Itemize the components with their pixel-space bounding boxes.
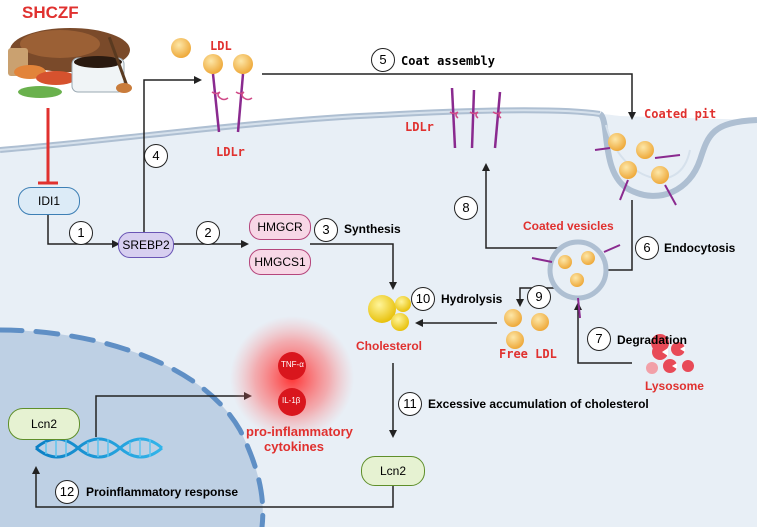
coated-pit-label: Coated pit — [644, 107, 717, 121]
cytokines-line1: pro-inflammatory — [246, 424, 353, 439]
free-ldl-label: Free LDL — [499, 347, 557, 361]
shczf-herbs-image — [8, 28, 132, 98]
step-7-badge: 7 — [587, 327, 611, 351]
step-12-badge: 12 — [55, 480, 79, 504]
step-9-badge: 9 — [527, 285, 551, 309]
step-6-badge: 6 — [635, 236, 659, 260]
step-10-badge: 10 — [411, 287, 435, 311]
nucleus — [0, 330, 263, 527]
srebp2-label: SREBP2 — [122, 238, 170, 252]
lcn2-nucleus-node: Lcn2 — [8, 408, 80, 440]
lcn2-nucleus-label: Lcn2 — [30, 417, 58, 431]
srebp2-node: SREBP2 — [118, 232, 174, 258]
step-4-badge: 4 — [144, 144, 168, 168]
step-3-text: Synthesis — [344, 222, 401, 236]
idi1-node: IDI1 — [18, 187, 80, 215]
step-11-text: Excessive accumulation of cholesterol — [428, 397, 649, 411]
step-7-text: Degradation — [617, 333, 688, 347]
il1b-label: IL-1β — [282, 396, 301, 405]
nuclear-envelope — [0, 327, 266, 527]
ldlr-right-label: LDLr — [405, 120, 434, 134]
cholesterol-droplets — [368, 295, 411, 331]
coated-vesicles-label: Coated vesicles — [523, 219, 614, 233]
step-8-badge: 8 — [454, 196, 478, 220]
ldlr-right-receptors — [450, 87, 502, 149]
ldl-particles — [171, 38, 253, 74]
lcn2-cytoplasm-label: Lcn2 — [379, 464, 407, 478]
step-5-badge: 5 — [371, 48, 395, 72]
step-6-text: Endocytosis — [664, 241, 736, 255]
ldlr-left-receptors — [211, 73, 245, 133]
hmgcs1-node: HMGCS1 — [249, 249, 311, 275]
coated-vesicle — [547, 239, 609, 301]
shczf-title: SHCZF — [22, 3, 79, 22]
step-2-badge: 2 — [196, 221, 220, 245]
cholesterol-label: Cholesterol — [356, 339, 423, 353]
lcn2-cytoplasm-node: Lcn2 — [361, 456, 425, 486]
tnf-alpha-label: TNF-α — [281, 360, 304, 369]
step-12-text: Proinflammatory response — [86, 485, 239, 499]
ldl-label: LDL — [210, 39, 232, 53]
step-11-badge: 11 — [398, 392, 422, 416]
step-3-badge: 3 — [314, 218, 338, 242]
coated-pit-particles — [608, 133, 669, 184]
step-1-badge: 1 — [69, 221, 93, 245]
cytokines-line2: cytokines — [264, 439, 324, 454]
ldlr-left-label: LDLr — [216, 145, 245, 159]
step-5-text: Coat assembly — [401, 54, 495, 68]
hmgcs1-label: HMGCS1 — [254, 255, 306, 269]
free-ldl-particles — [504, 309, 549, 349]
hmgcr-label: HMGCR — [257, 220, 303, 234]
hmgcr-node: HMGCR — [249, 214, 311, 240]
lysosome-label: Lysosome — [645, 379, 704, 393]
idi1-label: IDI1 — [37, 194, 60, 208]
step-10-text: Hydrolysis — [441, 292, 503, 306]
